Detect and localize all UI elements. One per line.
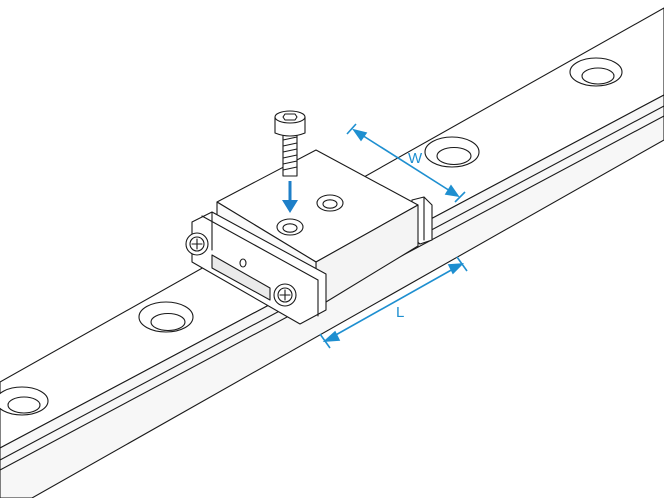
dimension-w bbox=[346, 123, 466, 203]
mounting-hole bbox=[276, 218, 304, 236]
end-cap-channel bbox=[211, 254, 271, 301]
dimension-l bbox=[319, 256, 468, 349]
length-label: L bbox=[396, 304, 404, 321]
mounting-screw bbox=[274, 110, 306, 177]
rail-hole bbox=[138, 301, 194, 333]
mounting-hole bbox=[316, 194, 344, 212]
grease-port bbox=[239, 258, 247, 268]
end-cap-screw-right bbox=[273, 283, 297, 307]
hex-socket bbox=[282, 113, 298, 121]
insertion-arrow bbox=[282, 181, 298, 213]
end-cap-screw-left bbox=[185, 232, 209, 256]
rail-hole bbox=[424, 136, 480, 168]
carriage-block bbox=[185, 149, 433, 325]
rail-hole bbox=[0, 386, 49, 416]
width-label: W bbox=[408, 150, 423, 167]
rail-hole bbox=[569, 57, 623, 87]
